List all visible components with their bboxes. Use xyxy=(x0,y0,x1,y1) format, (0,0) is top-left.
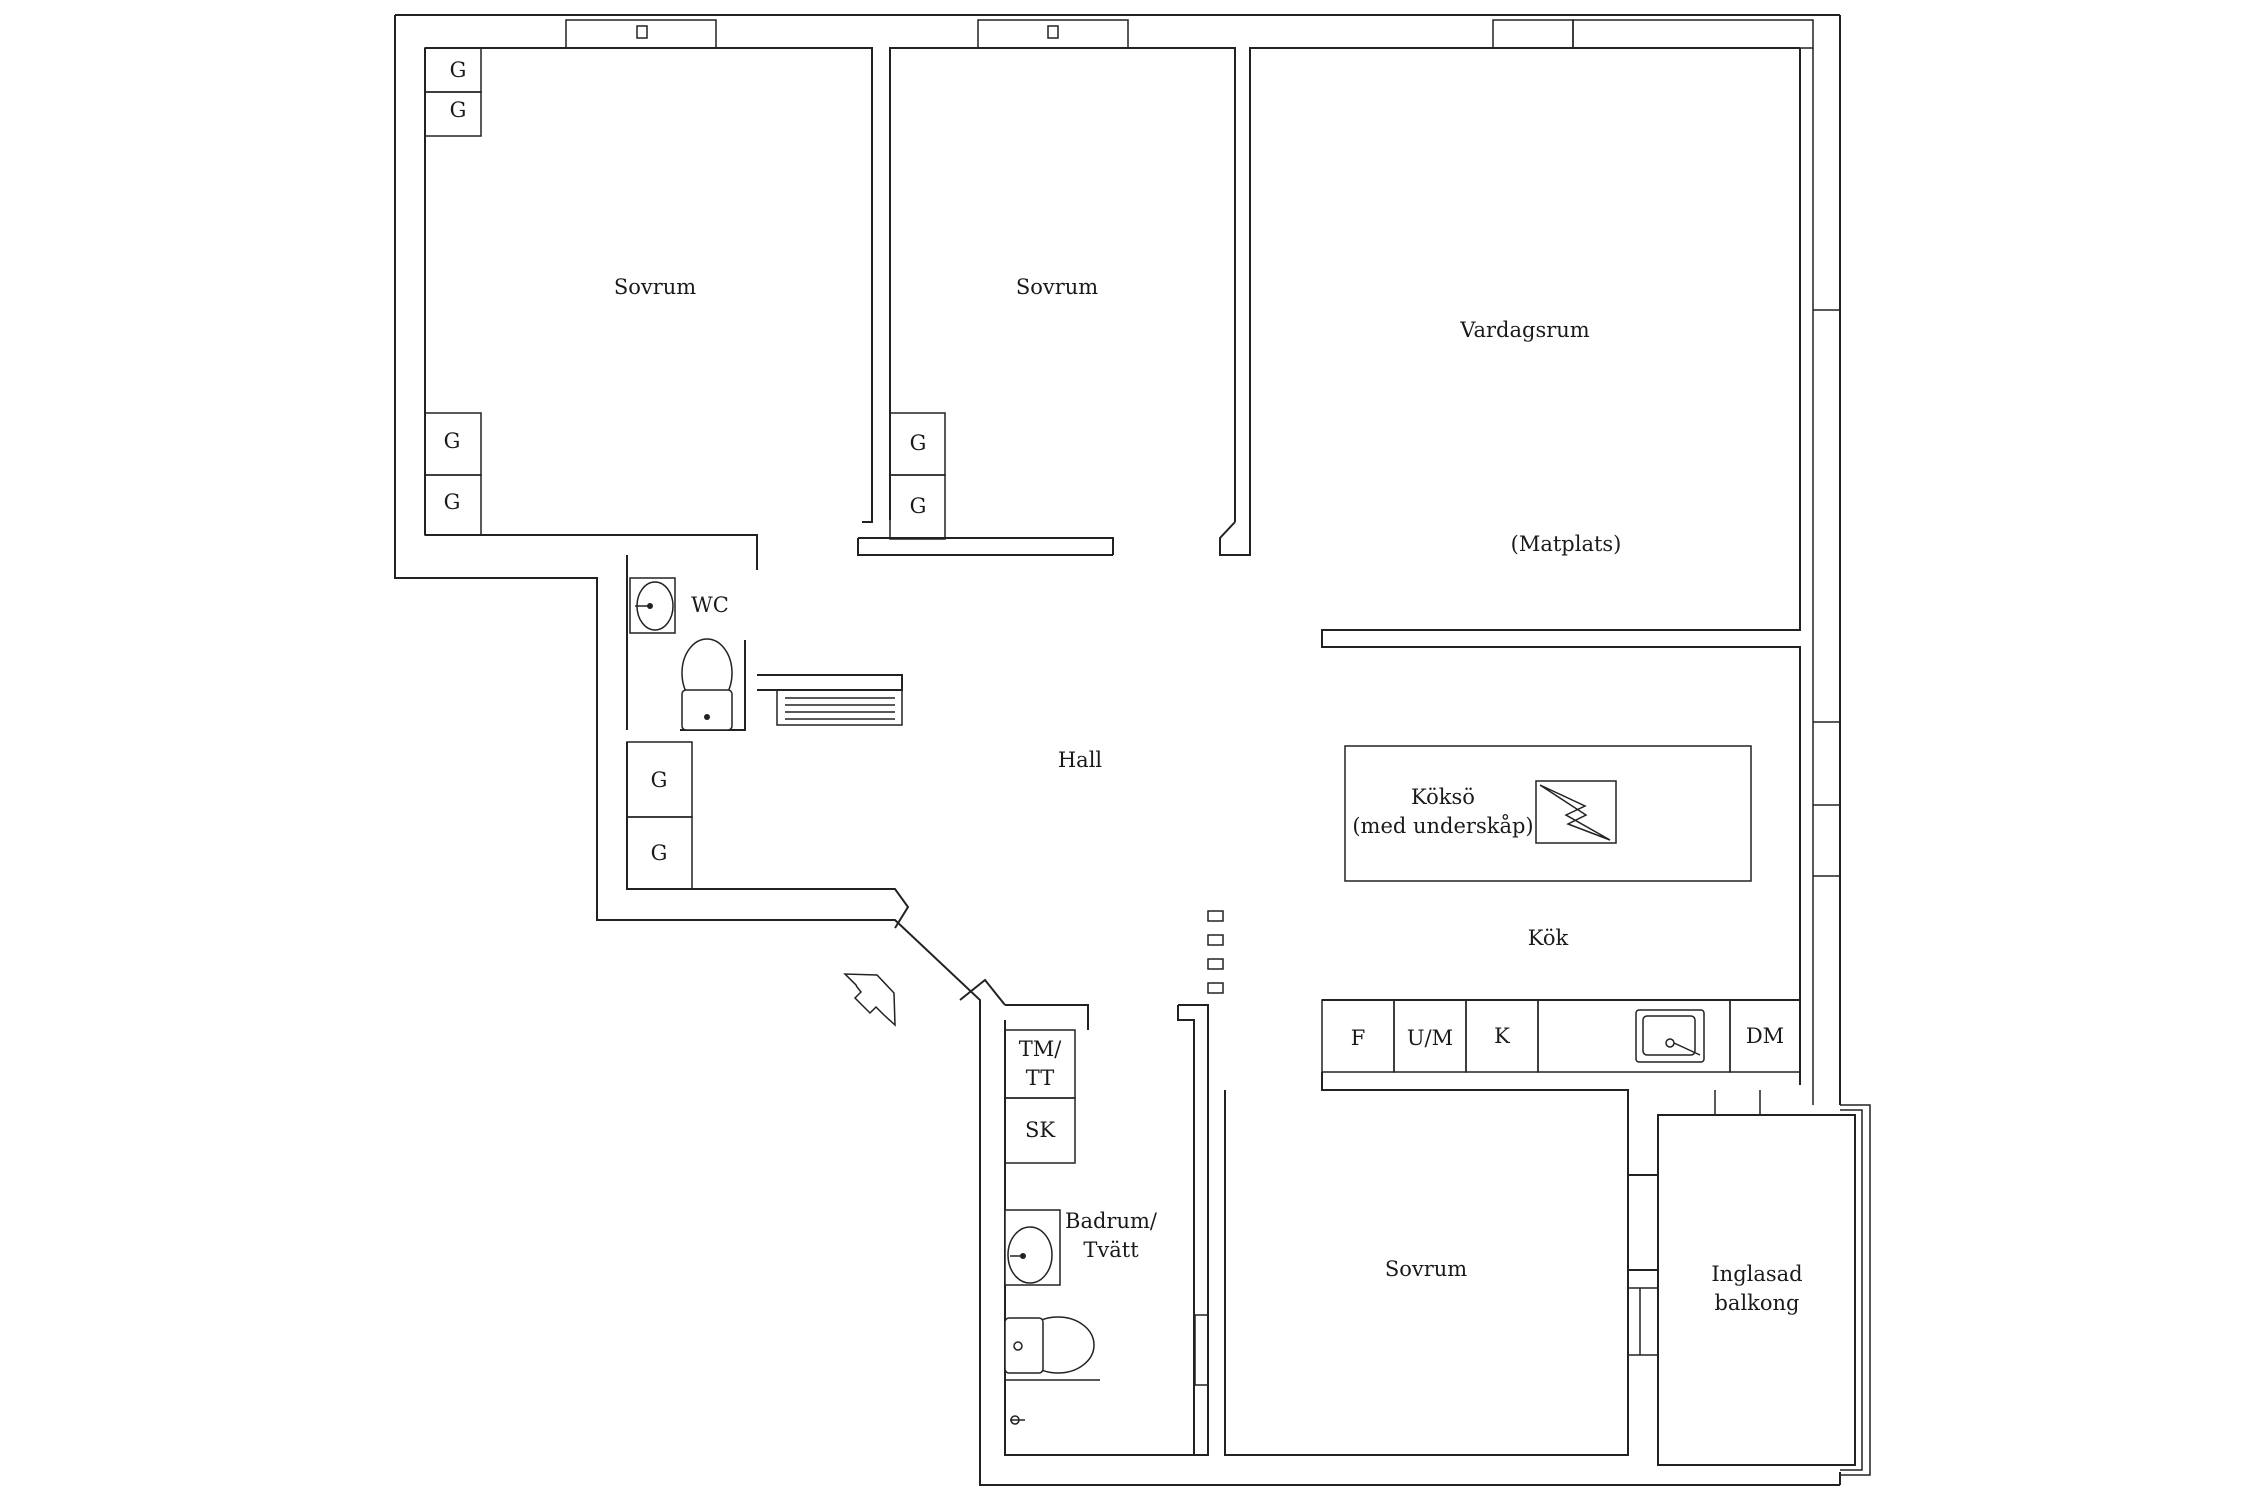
bedroom-3-label: Sovrum xyxy=(1385,1257,1467,1281)
wardrobe-label: G xyxy=(651,768,668,792)
wc-label: WC xyxy=(691,593,729,617)
kitchen-label: Kök xyxy=(1528,926,1569,950)
fixture-labels: G G G G G G G G F U/M K DM TM/ TT SK xyxy=(444,58,1785,1142)
cooktop-icon xyxy=(1535,780,1617,844)
bathroom-label-line1: Badrum/ xyxy=(1065,1209,1158,1233)
washbasin-icon xyxy=(1004,1209,1061,1286)
wc-room xyxy=(626,555,903,890)
kitchen-island-label-line2: (med underskåp) xyxy=(1352,814,1533,838)
sink-icon xyxy=(1635,1009,1705,1063)
kitchen-island-label-line1: Köksö xyxy=(1411,785,1475,809)
washer-dryer-label-line2: TT xyxy=(1026,1066,1054,1090)
dishwasher-label: DM xyxy=(1746,1024,1784,1048)
wardrobe-label: G xyxy=(910,431,927,455)
bathroom xyxy=(1004,1004,1209,1456)
bathroom-label-line2: Tvätt xyxy=(1083,1238,1139,1262)
bedroom-1-label: Sovrum xyxy=(614,275,696,299)
wardrobe-label: G xyxy=(444,429,461,453)
hall-walls xyxy=(626,742,1224,1020)
oven-microwave-label: U/M xyxy=(1407,1026,1453,1050)
windows-top xyxy=(565,19,1814,49)
washer-dryer-label-line1: TM/ xyxy=(1019,1037,1063,1061)
bedroom-1 xyxy=(424,47,873,570)
living-room-label: Vardagsrum xyxy=(1459,318,1590,342)
wardrobe-label: G xyxy=(910,494,927,518)
cabinet-label: SK xyxy=(1025,1118,1055,1142)
living-room xyxy=(1219,47,1801,1085)
wardrobe-label: G xyxy=(444,490,461,514)
balcony-label-line2: balkong xyxy=(1714,1291,1799,1315)
bedroom-2 xyxy=(857,47,1236,556)
balcony-label-line1: Inglasad xyxy=(1711,1262,1802,1286)
exterior-walls xyxy=(394,14,1841,1486)
freezer-label: K xyxy=(1494,1024,1510,1048)
wardrobe-label: G xyxy=(450,98,467,122)
room-labels: Sovrum Sovrum Vardagsrum (Matplats) WC H… xyxy=(614,275,1803,1315)
bedroom-3 xyxy=(1224,1090,1658,1456)
kitchen xyxy=(1321,745,1801,1176)
wardrobe-label: G xyxy=(450,58,467,82)
washbasin-icon xyxy=(629,577,676,634)
windows-right xyxy=(1812,48,1840,1105)
hall-label: Hall xyxy=(1058,748,1103,772)
balcony xyxy=(1657,1104,1871,1476)
wardrobe-label: G xyxy=(651,841,668,865)
bedroom-2-label: Sovrum xyxy=(1016,275,1098,299)
dining-label: (Matplats) xyxy=(1511,532,1622,556)
toilet-icon xyxy=(1004,1316,1095,1374)
entrance-arrow-icon xyxy=(843,973,896,1027)
fridge-label: F xyxy=(1351,1026,1366,1050)
toilet-icon xyxy=(681,638,733,731)
